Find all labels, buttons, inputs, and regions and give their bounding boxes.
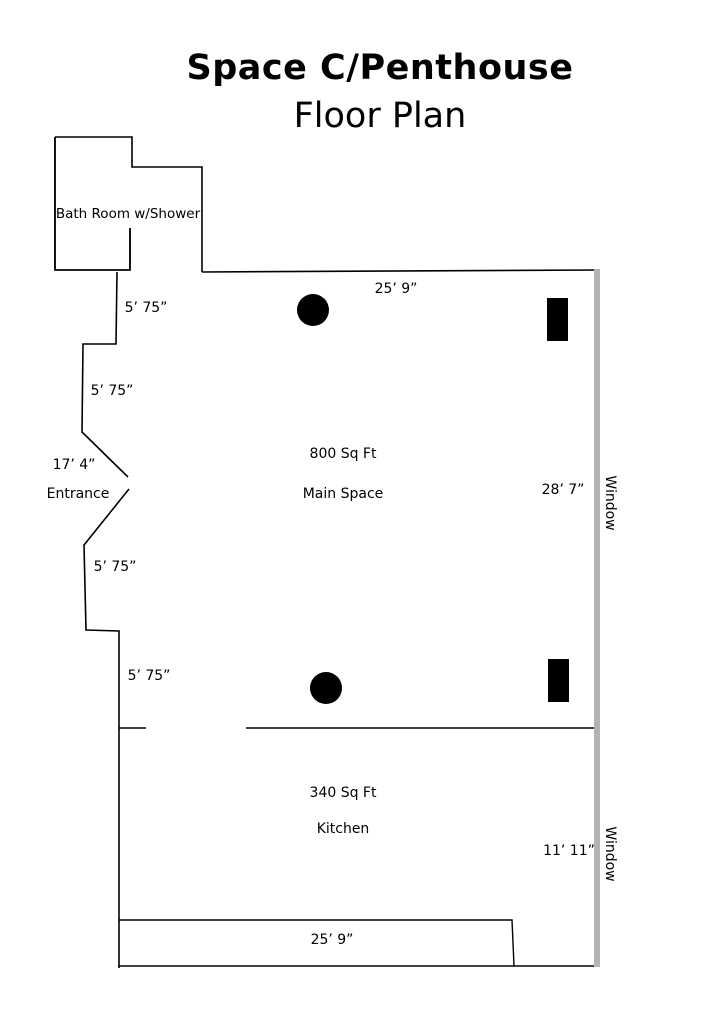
dim-top-wall: 25’ 9” bbox=[375, 281, 418, 297]
dim-kitchen-height: 11’ 11” bbox=[543, 843, 595, 859]
plan-title: Space C/Penthouse bbox=[186, 48, 574, 88]
kitchen-counter bbox=[119, 919, 515, 967]
window-label-lower: Window bbox=[602, 826, 618, 881]
kitchen-area-label: 340 Sq Ft bbox=[310, 785, 377, 801]
bathroom-wall bbox=[54, 137, 131, 271]
pillar-bottom bbox=[548, 659, 569, 702]
dim-seg3: 5’ 75” bbox=[94, 559, 137, 575]
left-wall-upper bbox=[81, 271, 129, 478]
bathroom-walls bbox=[54, 136, 203, 272]
window-label-upper: Window bbox=[602, 475, 618, 530]
dim-main-height: 28’ 7” bbox=[542, 482, 585, 498]
column-top bbox=[297, 294, 329, 326]
kitchen-label: Kitchen bbox=[317, 821, 370, 837]
dim-seg2: 5’ 75” bbox=[91, 383, 134, 399]
main-area-label: 800 Sq Ft bbox=[310, 446, 377, 462]
dim-entrance: 17’ 4” bbox=[53, 457, 96, 473]
top-wall bbox=[201, 269, 599, 273]
dim-bottom-counter: 25’ 9” bbox=[311, 932, 354, 948]
entrance-label: Entrance bbox=[47, 486, 110, 502]
left-wall-lower bbox=[83, 488, 130, 968]
dim-seg1: 5’ 75” bbox=[125, 300, 168, 316]
main-space-label: Main Space bbox=[303, 486, 384, 502]
dim-seg4: 5’ 75” bbox=[128, 668, 171, 684]
column-bottom bbox=[310, 672, 342, 704]
bathroom-label: Bath Room w/Shower bbox=[56, 206, 201, 222]
pillar-top bbox=[547, 298, 568, 341]
plan-subtitle: Floor Plan bbox=[293, 96, 467, 136]
